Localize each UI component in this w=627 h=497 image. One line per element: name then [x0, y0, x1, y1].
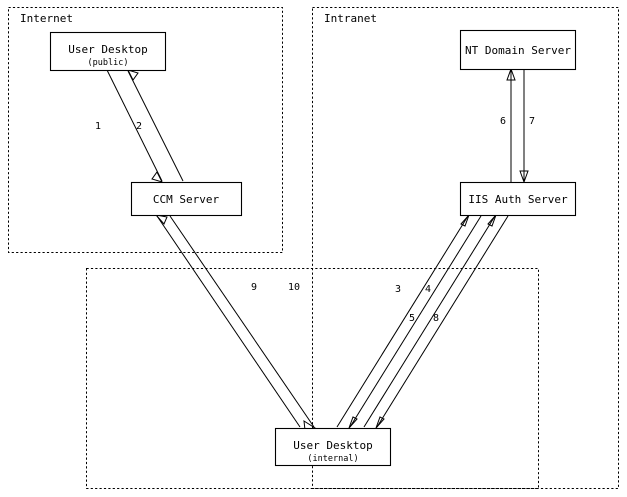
flow-label-5: 5 — [409, 313, 415, 324]
zone-internal-border — [86, 268, 539, 489]
flow-edge-6: 6 — [500, 67, 516, 182]
flow-edge-1: 1 — [95, 69, 163, 183]
node-nt-domain-server-title: NT Domain Server — [465, 44, 571, 57]
flow-label-2: 2 — [136, 121, 142, 132]
node-ccm-server-title: CCM Server — [153, 193, 220, 206]
node-user-desktop-public[interactable]: User Desktop (public) — [49, 31, 167, 72]
node-user-desktop-internal-subtitle: (internal) — [307, 454, 358, 464]
flow-label-8: 8 — [433, 313, 439, 324]
node-iis-auth-server[interactable]: IIS Auth Server — [459, 181, 577, 217]
flow-edge-9: 9 — [154, 214, 301, 428]
flow-label-4: 4 — [425, 284, 431, 295]
node-user-desktop-internal[interactable]: User Desktop (internal) — [274, 427, 392, 467]
node-iis-auth-server-box[interactable] — [459, 181, 577, 217]
node-user-desktop-internal-title: User Desktop — [293, 439, 372, 452]
zone-intranet: Intranet — [312, 7, 619, 489]
node-nt-domain-server[interactable]: NT Domain Server — [459, 29, 577, 71]
node-user-desktop-public-subtitle: (public) — [88, 58, 129, 68]
flow-edge-8: 8 — [375, 215, 509, 429]
node-user-desktop-public-box[interactable] — [49, 31, 167, 72]
zone-internet-label: Internet — [20, 12, 73, 25]
flow-label-7: 7 — [529, 116, 535, 127]
flow-edge-7: 7 — [519, 69, 535, 184]
flow-edge-5: 5 — [363, 214, 497, 428]
flow-label-6: 6 — [500, 116, 506, 127]
flow-edge-4: 4 — [348, 215, 482, 429]
flow-label-10: 10 — [288, 282, 300, 293]
node-ccm-server-box[interactable] — [130, 181, 243, 217]
zone-internet: Internet — [8, 7, 283, 253]
zone-intranet-label: Intranet — [324, 12, 377, 25]
flow-edge-2: 2 — [127, 69, 184, 182]
node-iis-auth-server-title: IIS Auth Server — [468, 193, 568, 206]
zone-internal-desktop — [86, 268, 539, 489]
node-user-desktop-public-title: User Desktop — [68, 43, 147, 56]
flow-label-3: 3 — [395, 284, 401, 295]
flow-edge-3: 3 — [336, 214, 470, 428]
flow-label-9: 9 — [251, 282, 257, 293]
node-nt-domain-server-box[interactable] — [459, 29, 577, 71]
zone-intranet-border — [312, 7, 619, 489]
zone-internet-border — [8, 7, 283, 253]
flow-label-1: 1 — [95, 121, 101, 132]
node-ccm-server[interactable]: CCM Server — [130, 181, 243, 217]
node-user-desktop-internal-box[interactable] — [274, 427, 392, 467]
flow-edge-10: 10 — [169, 215, 317, 431]
